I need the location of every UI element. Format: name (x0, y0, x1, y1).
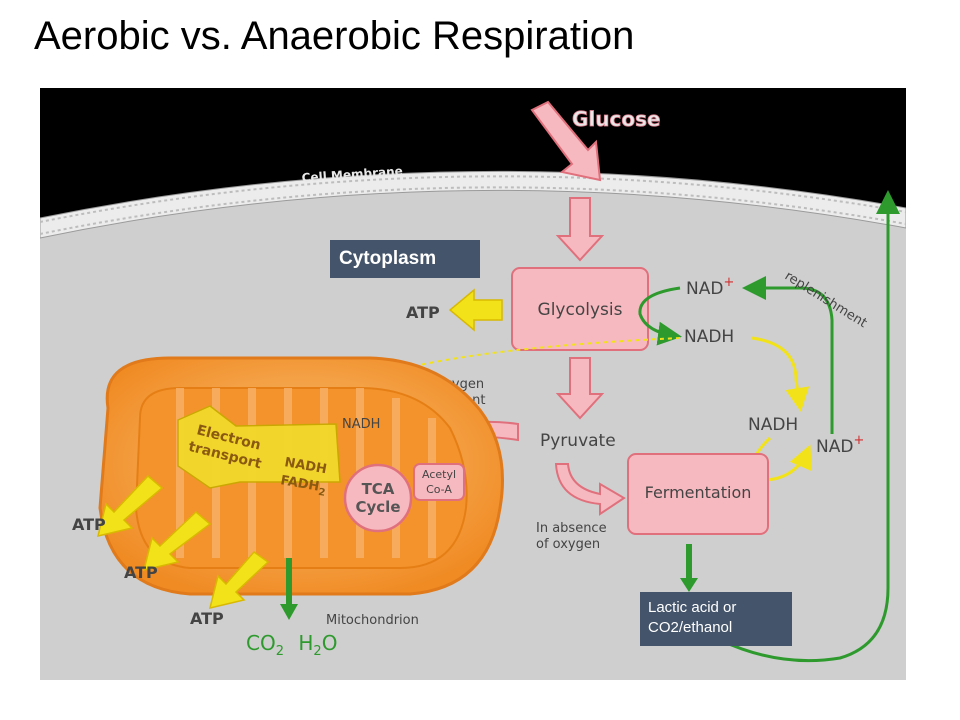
nadh-to-fermentation-arrow (751, 336, 810, 412)
pyruvate-to-fermentation-arrow (554, 463, 626, 516)
acetyl-coa-box: Acetyl Co-A (413, 463, 465, 501)
fadh2-mito-label: FADH2 (279, 473, 328, 499)
glycolysis-label: Glycolysis (538, 300, 623, 320)
atp-label-3: ATP (190, 609, 224, 628)
atp-label-glycolysis: ATP (406, 303, 440, 322)
tca-label: TCA (362, 480, 395, 498)
down-arrow-pyruvate (555, 357, 605, 420)
co2-h2o-label: CO2 H2O (246, 631, 337, 660)
atp-arrow-glycolysis (448, 288, 503, 332)
nad-label-right: NAD+ (816, 433, 864, 457)
fermentation-box: Fermentation (627, 453, 769, 535)
atp-label-1: ATP (72, 515, 106, 534)
co2-arrow (280, 558, 298, 620)
cell-membrane (40, 170, 906, 239)
absence-oxygen-label: In absence of oxygen (536, 521, 611, 552)
respiration-diagram: Glucose Cell Membrane Glycolysis ATP NAD… (40, 88, 906, 680)
nad-to-nadh-arrow (638, 286, 682, 346)
coa-label: Co-A (426, 483, 452, 496)
replenish-arrow (742, 276, 834, 434)
nadh-mito-label: NADH (283, 455, 328, 477)
atp-arrow-1 (96, 474, 164, 538)
atp-label-2: ATP (124, 563, 158, 582)
atp-arrow-3 (208, 550, 270, 610)
glucose-label: Glucose (572, 107, 661, 131)
regeneration-loop (719, 190, 900, 663)
nadh-dashed-label: NADH (342, 417, 380, 432)
fermentation-product-label: Lactic acid or CO2/ethanol (640, 592, 792, 646)
down-arrow-glycolysis (555, 197, 605, 262)
slide-title: Aerobic vs. Anaerobic Respiration (34, 14, 635, 58)
nadh-label-right: NADH (748, 415, 798, 435)
cytoplasm-label: Cytoplasm (330, 240, 480, 278)
electron-transport-arrow: Electron transport (177, 405, 341, 489)
tca-cycle: TCA Cycle (343, 463, 413, 533)
cycle-label: Cycle (356, 498, 401, 516)
fermentation-product-arrow (680, 544, 698, 592)
glycolysis-box: Glycolysis (511, 267, 649, 351)
product-line-1: Lactic acid or (648, 599, 737, 616)
pyruvate-label: Pyruvate (540, 431, 616, 451)
atp-arrow-2 (142, 510, 212, 572)
nadh-label-top: NADH (684, 327, 734, 347)
glucose-arrow (530, 100, 602, 182)
acetyl-label: Acetyl (422, 468, 456, 481)
product-line-2: CO2/ethanol (648, 619, 733, 636)
nad-label-top: NAD+ (686, 275, 734, 299)
mitochondrion-label: Mitochondrion (326, 613, 419, 628)
fermentation-label: Fermentation (645, 483, 752, 502)
